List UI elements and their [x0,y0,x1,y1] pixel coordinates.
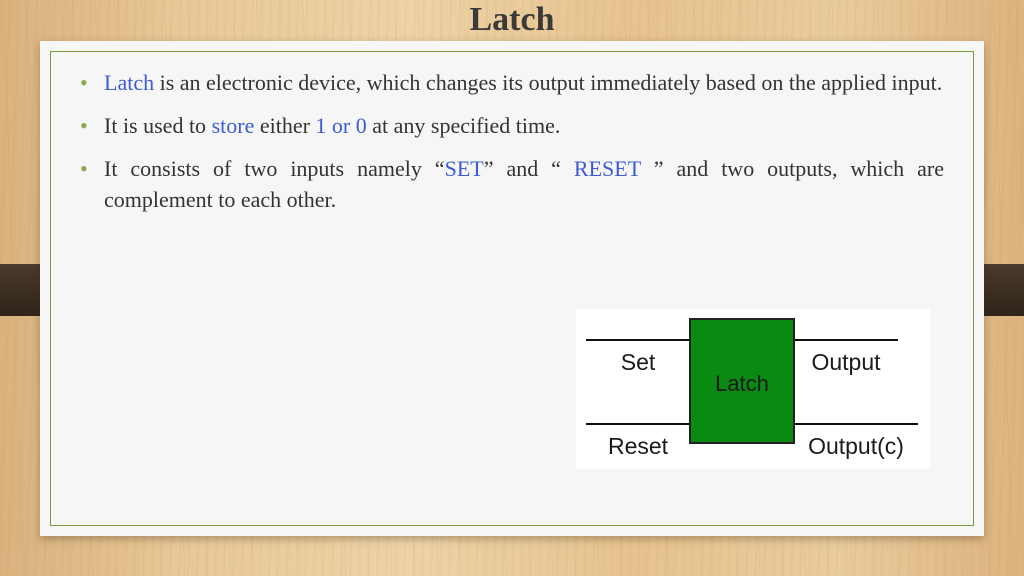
bullet-plain-text: It consists of two inputs namely “ [104,156,445,181]
set-label: Set [621,349,656,375]
output-label: Output [811,349,881,375]
latch-diagram: Latch Set Reset Output Output(c) [576,309,930,469]
bullet-plain-text: at any specified time. [366,113,561,138]
bullet-item: • It is used to store either 1 or 0 at a… [80,110,944,141]
output-complement-label: Output(c) [808,433,904,459]
reset-label: Reset [608,433,669,459]
bullet-highlight-text: 1 or 0 [315,113,367,138]
slide-paper: • Latch is an electronic device, which c… [40,41,984,536]
bullet-dot-icon: • [80,113,88,138]
bullet-text: It consists of two inputs namely “SET” a… [104,156,944,212]
bullet-dot-icon: • [80,156,88,181]
bullet-plain-text: is an electronic device, which changes i… [154,70,943,95]
bullet-item: • It consists of two inputs namely “SET”… [80,153,944,215]
bullet-text: It is used to store either 1 or 0 at any… [104,113,560,138]
bullet-highlight-text: SET [444,156,484,181]
bullet-plain-text: ” and two outputs, which are complement … [104,156,945,212]
bullet-item: • Latch is an electronic device, which c… [80,67,944,98]
slide-title: Latch [469,1,555,38]
bullet-plain-text: It is used to [104,113,212,138]
bullet-text: Latch is an electronic device, which cha… [104,70,942,95]
latch-diagram-svg: Latch Set Reset Output Output(c) [586,318,918,459]
latch-block-label: Latch [715,371,769,396]
bullet-plain-text: either [254,113,316,138]
bullet-plain-text: ” and “ [483,156,574,181]
bullet-highlight-text: Latch [104,70,155,95]
bullet-dot-icon: • [80,70,88,95]
bullet-highlight-text: store [211,113,255,138]
paper-frame-border [50,51,974,526]
bullet-list: • Latch is an electronic device, which c… [80,67,944,227]
latch-block [689,318,795,444]
bullet-highlight-text: RESET [573,156,641,181]
